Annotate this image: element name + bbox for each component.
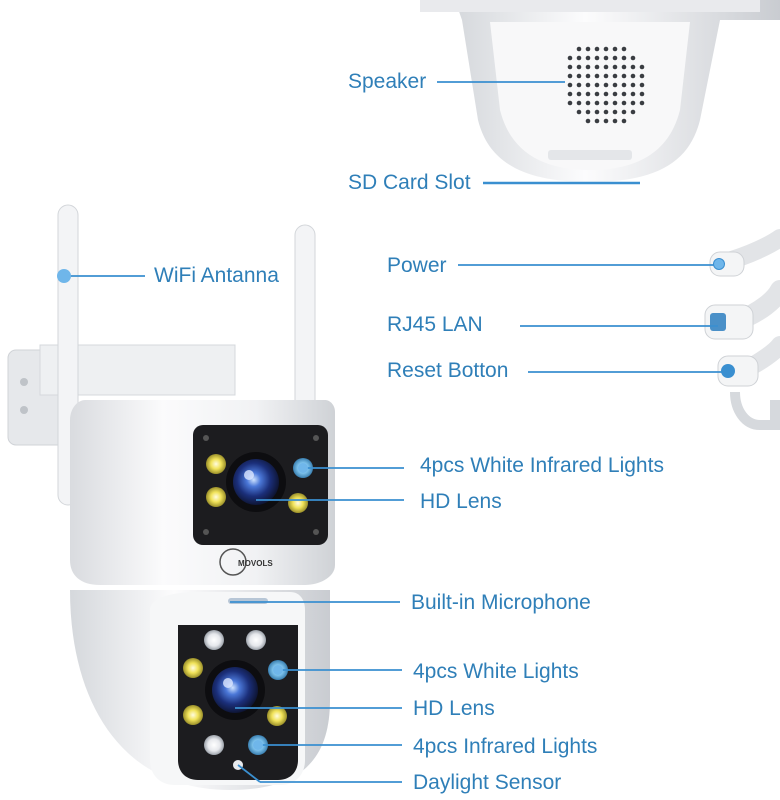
callout-reset-button: Reset Botton (387, 359, 509, 382)
callout-lower-white-lights: 4pcs White Lights (413, 660, 579, 683)
callout-wifi-antenna: WiFi Antanna (154, 264, 279, 287)
callout-speaker: Speaker (348, 70, 427, 93)
callout-upper-ir-lights: 4pcs White Infrared Lights (420, 454, 664, 477)
brand-logo: MOVOLS (238, 559, 273, 568)
camera-body: MOVOLS (7, 204, 335, 790)
callout-daylight-sensor: Daylight Sensor (413, 771, 562, 794)
speaker-grille-icon (567, 46, 645, 124)
callout-sd-card-slot: SD Card Slot (348, 171, 471, 194)
speaker-detail-view (420, 0, 780, 182)
callout-lower-lens: HD Lens (413, 697, 495, 720)
callout-rj45-lan: RJ45 LAN (387, 313, 483, 336)
callout-power: Power (387, 254, 447, 277)
leader-dots (57, 259, 724, 750)
callout-upper-lens: HD Lens (420, 490, 502, 513)
leader-lines (64, 81, 728, 783)
callout-lower-ir-lights: 4pcs Infrared Lights (413, 735, 598, 758)
callout-microphone: Built-in Microphone (411, 591, 591, 614)
